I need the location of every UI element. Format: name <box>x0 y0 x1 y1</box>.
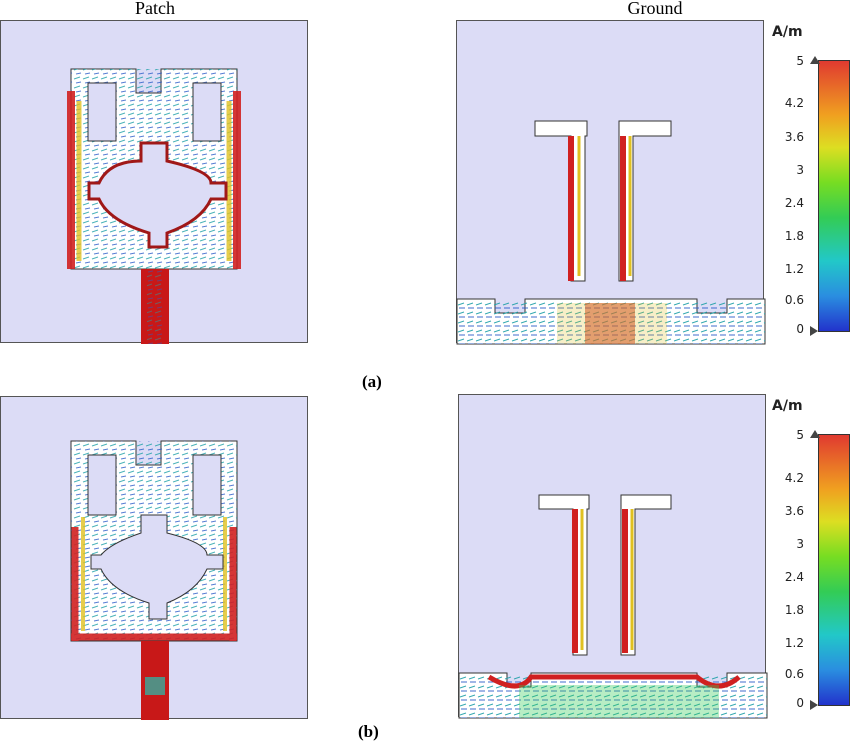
patch-geometry-a <box>67 68 241 344</box>
tick-b-7: 0.6 <box>784 667 804 681</box>
tick-a-4: 2.4 <box>784 196 804 210</box>
ground-panel-a <box>456 20 766 345</box>
patch-geometry-b <box>70 440 238 720</box>
tick-a-8: 0 <box>796 322 804 336</box>
tick-b-6: 1.2 <box>784 636 804 650</box>
ground-header: Ground <box>627 0 683 18</box>
colorbar-min-marker-icon <box>810 326 818 336</box>
tick-a-3: 3 <box>796 163 804 177</box>
caption-b: (b) <box>358 722 379 741</box>
colorbar-a <box>818 60 850 332</box>
patch-header: Patch <box>135 0 175 18</box>
tick-b-3: 3 <box>796 537 804 551</box>
colorbar-b <box>818 434 850 706</box>
colorbar-max-marker-icon <box>810 56 820 64</box>
colorbar-unit-b: A/m <box>772 398 803 414</box>
ground-panel-b <box>458 394 768 719</box>
tick-a-6: 1.2 <box>784 262 804 276</box>
colorbar-min-marker-icon <box>810 700 818 710</box>
patch-panel-b <box>0 396 308 720</box>
tick-a-2: 3.6 <box>784 130 804 144</box>
caption-a: (a) <box>362 372 382 391</box>
ground-geometry-a <box>456 120 766 345</box>
colorbar-max-marker-icon <box>810 430 820 438</box>
tick-b-1: 4.2 <box>784 471 804 485</box>
tick-a-0: 5 <box>796 54 804 68</box>
ground-geometry-b <box>458 494 768 719</box>
tick-a-7: 0.6 <box>784 293 804 307</box>
tick-a-5: 1.8 <box>784 229 804 243</box>
colorbar-unit-a: A/m <box>772 24 803 40</box>
tick-a-1: 4.2 <box>784 96 804 110</box>
tick-b-5: 1.8 <box>784 603 804 617</box>
tick-b-4: 2.4 <box>784 570 804 584</box>
tick-b-0: 5 <box>796 428 804 442</box>
tick-b-8: 0 <box>796 696 804 710</box>
patch-panel-a <box>0 20 308 344</box>
tick-b-2: 3.6 <box>784 504 804 518</box>
